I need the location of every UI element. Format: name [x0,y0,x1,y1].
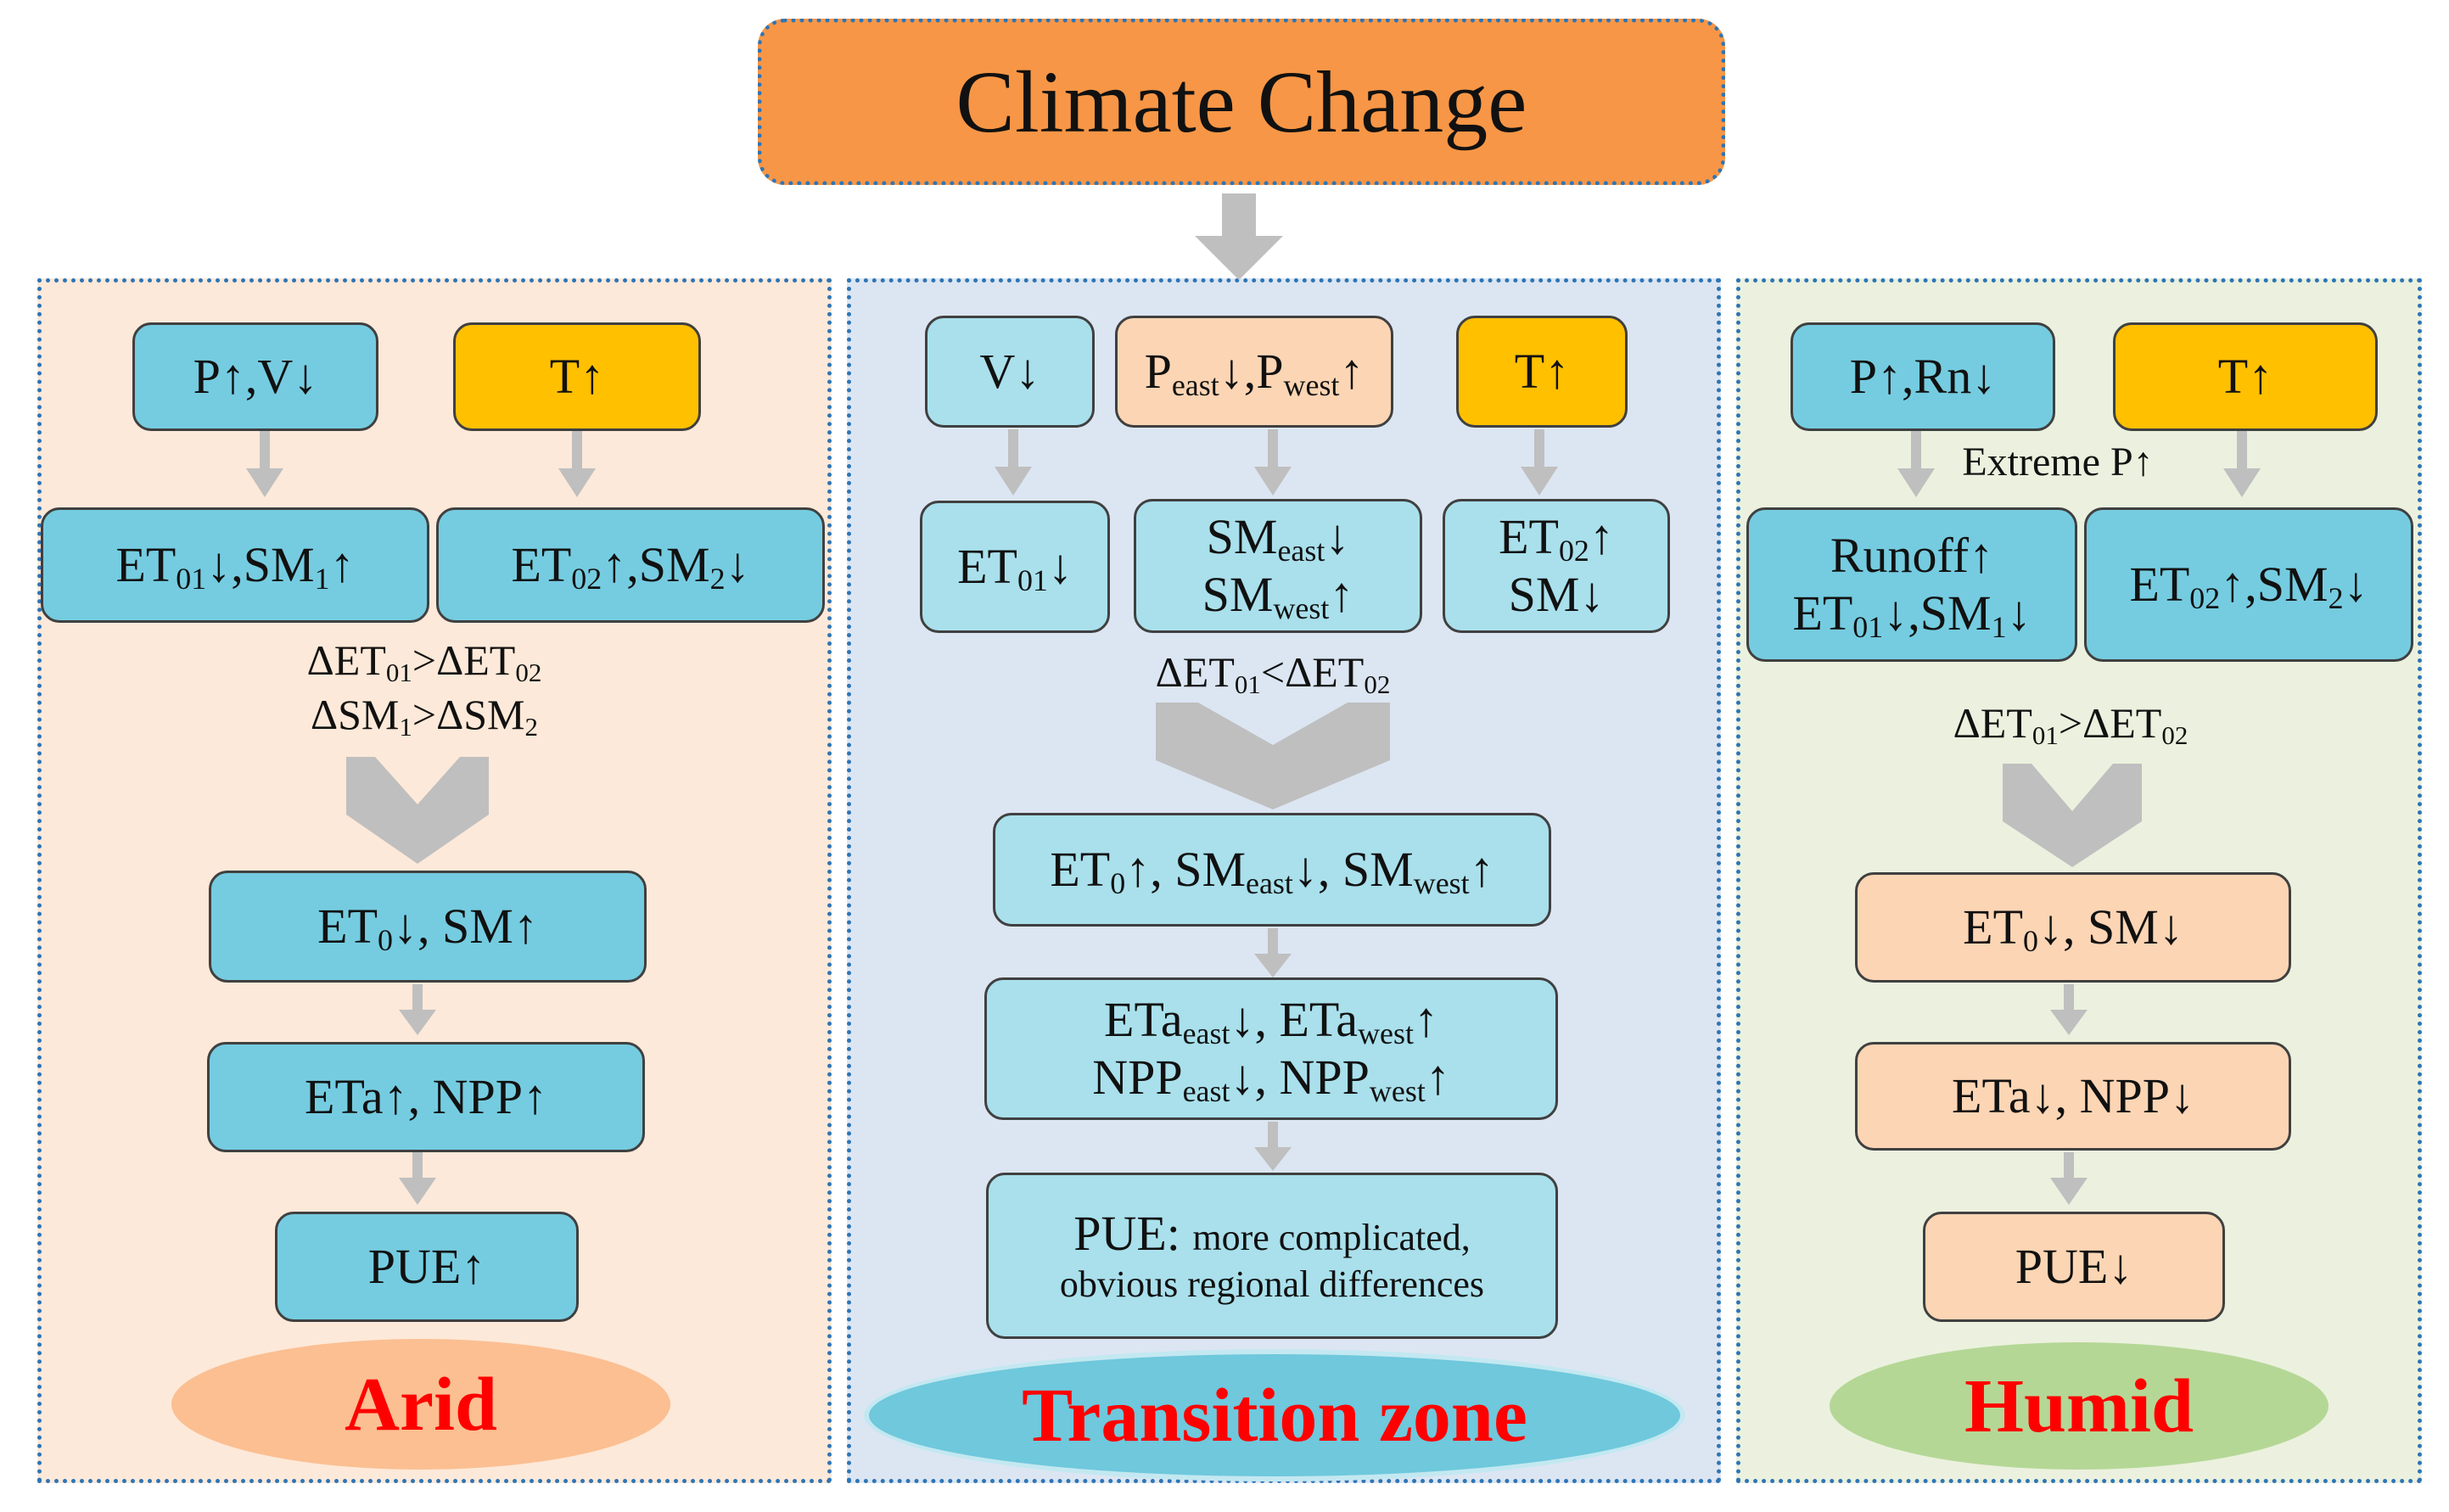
transition-mid-sm: SMeast↓ SMwest↑ [1134,499,1422,633]
arid-arrow-3 [399,984,436,1035]
transition-input-precip: Peast↓,Pwest↑ [1115,316,1393,428]
humid-comparison: ΔET01>ΔET02 [1953,699,2188,750]
humid-chevron [2003,764,2142,867]
transition-comparison: ΔET01<ΔET02 [1155,648,1391,699]
transition-mid-et01: ET01↓ [920,501,1110,633]
arid-zone-label: Arid [171,1339,670,1470]
transition-arrow-2 [1254,429,1292,496]
arid-mid-left: ET01↓,SM1↑ [41,507,429,623]
arid-comparison: ΔET01>ΔET02 ΔSM1>ΔSM2 [306,636,542,742]
arid-arrow-1 [246,431,283,497]
humid-arrow-2 [2223,431,2261,497]
transition-arrow-4 [1254,928,1292,977]
transition-mid-et02: ET02↑ SM↓ [1443,499,1670,633]
humid-mid-left: Runoff↑ ET01↓,SM1↓ [1746,507,2077,662]
humid-arrow-3 [2050,984,2088,1035]
humid-zone-label: Humid [1830,1342,2329,1470]
humid-result-et0-sm: ET0↓, SM↓ [1855,872,2291,983]
arid-result-eta-npp: ETa↑, NPP↑ [207,1042,645,1152]
arid-mid-right: ET02↑,SM2↓ [436,507,825,623]
transition-arrow-3 [1521,429,1558,496]
title-box: Climate Change [758,19,1725,185]
humid-arrow-1 [1897,431,1935,497]
arid-input-precip-wind: P↑,V↓ [132,322,378,431]
transition-input-temperature: T↑ [1456,316,1628,428]
arid-input-temperature: T↑ [453,322,701,431]
transition-input-wind: V↓ [925,316,1095,428]
transition-result-pue: PUE: more complicated, obvious regional … [986,1173,1558,1339]
transition-chevron [1156,703,1390,809]
transition-arrow-5 [1254,1122,1292,1171]
humid-result-pue: PUE↓ [1923,1212,2225,1322]
arid-chevron [346,757,489,864]
title-text: Climate Change [956,53,1527,151]
transition-result-et0-sm: ET0↑, SMeast↓, SMwest↑ [993,813,1551,927]
transition-result-eta-npp: ETaeast↓, ETawest↑ NPPeast↓, NPPwest↑ [984,977,1558,1120]
transition-arrow-1 [995,429,1032,496]
humid-mid-right: ET02↑,SM2↓ [2084,507,2413,662]
arid-arrow-4 [399,1152,436,1205]
humid-result-eta-npp: ETa↓, NPP↓ [1855,1042,2291,1151]
arid-arrow-2 [558,431,596,497]
transition-zone-label: Transition zone [864,1349,1685,1481]
arid-result-et0-sm: ET0↓, SM↑ [209,871,647,983]
humid-arrow-4 [2050,1152,2088,1205]
humid-input-temperature: T↑ [2113,322,2378,431]
arid-result-pue: PUE↑ [275,1212,579,1322]
humid-input-precip-radiation: P↑,Rn↓ [1791,322,2055,431]
title-down-arrow [1195,193,1283,280]
humid-extreme-precip-label: Extreme P↑ [1962,440,2154,484]
